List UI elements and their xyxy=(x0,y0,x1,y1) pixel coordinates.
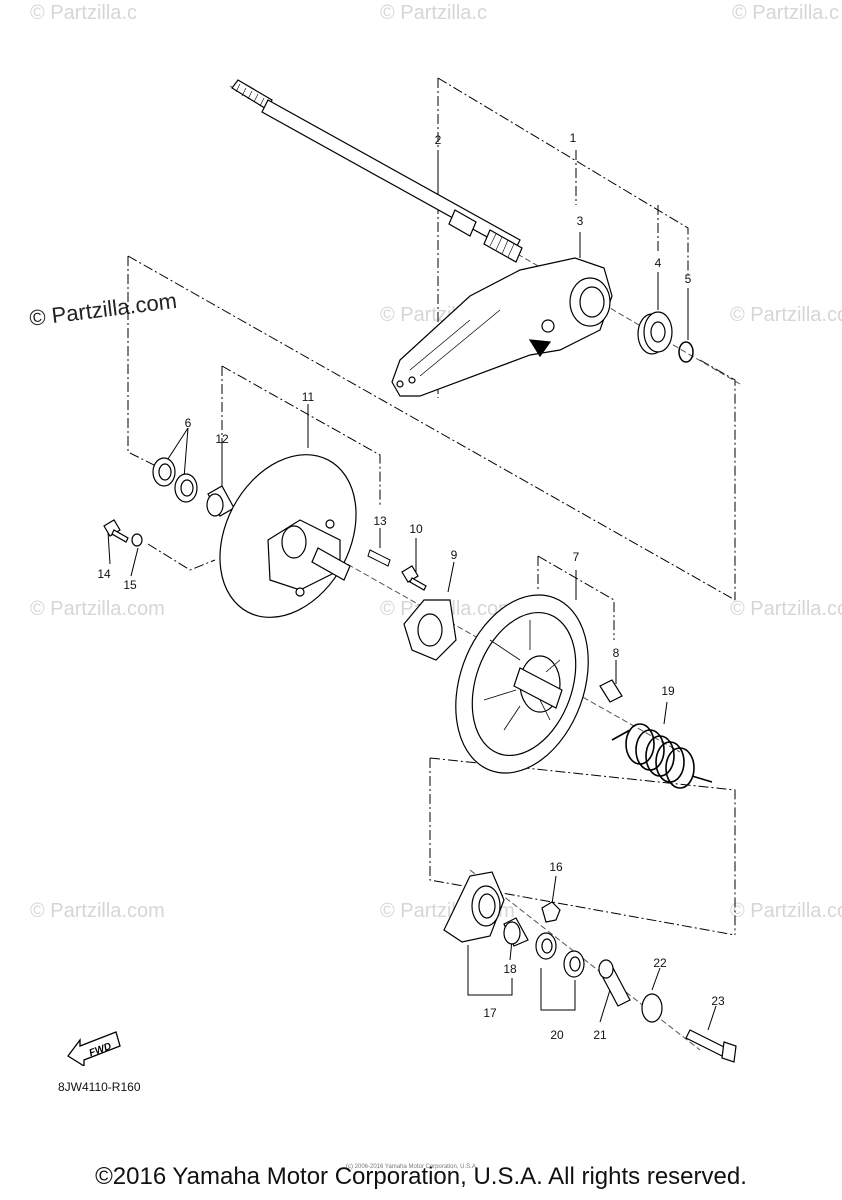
watermark: © Partzilla.c xyxy=(732,2,839,24)
footer-copyright: ©2016 Yamaha Motor Corporation, U.S.A. A… xyxy=(95,1163,747,1190)
fwd-arrow-icon: FWD xyxy=(67,1031,121,1066)
callout-5: 5 xyxy=(684,272,692,286)
bushing-part-12 xyxy=(206,485,235,517)
washer-part-22 xyxy=(641,993,663,1023)
callout-12: 12 xyxy=(215,432,229,446)
circlip-part-5 xyxy=(678,341,694,363)
watermark: © Partzilla.c xyxy=(30,2,137,24)
nut-part-16 xyxy=(541,901,561,923)
watermark: © Partzilla.com xyxy=(730,598,842,620)
callout-17: 17 xyxy=(483,1006,497,1020)
bolt-part-23 xyxy=(685,1029,737,1063)
bracket-group-1-right xyxy=(699,359,736,600)
spring-part-19 xyxy=(611,723,713,789)
callout-18: 18 xyxy=(503,962,517,976)
washers-part-20 xyxy=(535,932,585,978)
watermark: © Partzilla.com xyxy=(30,598,165,620)
axis-line-lower xyxy=(339,559,681,753)
watermark: © Partzilla.com xyxy=(730,304,842,326)
tiny-copyright: (c) 2006-2016 Yamaha Motor Corporation, … xyxy=(346,1164,478,1170)
callout-13: 13 xyxy=(373,514,387,528)
watermark: © Partzilla.c xyxy=(380,2,487,24)
diagram-reference-code: 8JW4110-R160 xyxy=(58,1080,141,1094)
callout-3: 3 xyxy=(576,214,584,228)
shaft-part-2 xyxy=(231,79,523,263)
callout-4: 4 xyxy=(654,256,662,270)
callout-15: 15 xyxy=(123,578,137,592)
bolt-part-14 xyxy=(103,519,129,543)
bolt-part-10 xyxy=(401,565,427,591)
callout-19: 19 xyxy=(661,684,675,698)
callout-1: 1 xyxy=(569,131,577,145)
callout-14: 14 xyxy=(97,567,111,581)
callout-16: 16 xyxy=(549,860,563,874)
slider-part-8 xyxy=(599,679,623,703)
bracket-group-19 xyxy=(429,757,736,936)
watermark: © Partzilla.com xyxy=(730,900,842,922)
bearing-part-4 xyxy=(637,311,673,355)
callout-21: 21 xyxy=(593,1028,607,1042)
callout-9: 9 xyxy=(450,548,458,562)
watermark: © Partzilla.com xyxy=(30,900,165,922)
callout-11: 11 xyxy=(301,390,315,404)
callout-8: 8 xyxy=(612,646,620,660)
sheave-part-7 xyxy=(455,594,589,774)
bracket-group-1 xyxy=(437,77,689,398)
washer-part-15 xyxy=(131,533,143,547)
callout-6: 6 xyxy=(184,416,192,430)
bracket-group-7 xyxy=(537,555,615,640)
cam-housing-part-17 xyxy=(443,871,505,943)
bracket-group-6 xyxy=(127,255,736,601)
bushing-part-18 xyxy=(503,917,529,947)
callout-23: 23 xyxy=(711,994,725,1008)
washers-part-6 xyxy=(152,457,198,503)
collar-part-21 xyxy=(598,959,631,1007)
bracket-group-14 xyxy=(147,543,216,571)
gasket-part-9 xyxy=(403,599,457,661)
callout-10: 10 xyxy=(409,522,423,536)
callout-7: 7 xyxy=(572,550,580,564)
stud-part-13 xyxy=(367,549,391,567)
callout-22: 22 xyxy=(653,956,667,970)
callout-20: 20 xyxy=(550,1028,564,1042)
arm-bracket-part-3 xyxy=(391,257,613,397)
callout-2: 2 xyxy=(434,133,442,147)
axis-line-bottom xyxy=(469,869,701,1051)
sheave-part-11 xyxy=(219,454,357,618)
